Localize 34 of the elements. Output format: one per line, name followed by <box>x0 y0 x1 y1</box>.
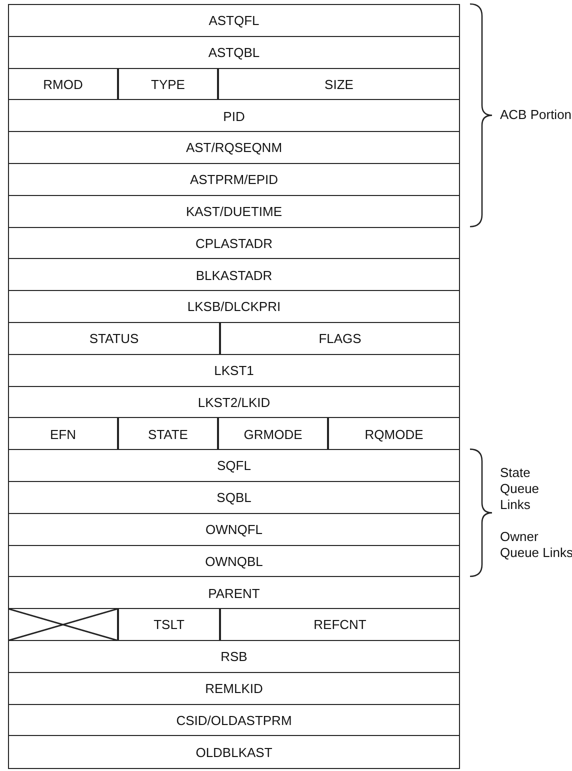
field-cell: STATUS <box>8 322 220 356</box>
field-cell: SIZE <box>218 68 460 101</box>
field-cell: ASTPRM/EPID <box>8 163 460 196</box>
field-cell: RQMODE <box>328 417 460 451</box>
field-cell: OLDBLKAST <box>8 735 460 769</box>
field-cell: RSB <box>8 640 460 674</box>
field-cell: OWNQBL <box>8 544 460 578</box>
field-cell: CPLASTADR <box>8 226 460 260</box>
field-cell: REFCNT <box>220 608 460 642</box>
field-cell: REMLKID <box>8 672 460 706</box>
field-cell: TYPE <box>118 68 218 101</box>
field-cell: AST/RQSEQNM <box>8 131 460 164</box>
field-cell: CSID/OLDASTPRM <box>8 704 460 737</box>
field-cell: TSLT <box>118 608 220 642</box>
field-cell: ASTQBL <box>8 36 460 70</box>
bracket-label: ACB Portion <box>500 107 572 124</box>
field-cell: BLKASTADR <box>8 258 460 292</box>
field-cell: ASTQFL <box>8 4 460 38</box>
field-cell: PID <box>8 99 460 133</box>
bracket-label: State Queue Links <box>500 465 540 513</box>
crossed-out-cell <box>8 608 118 642</box>
field-cell: GRMODE <box>218 417 328 451</box>
field-cell: LKST1 <box>8 354 460 388</box>
field-cell: RMOD <box>8 68 118 101</box>
field-cell: KAST/DUETIME <box>8 194 460 228</box>
field-cell: SQBL <box>8 481 460 514</box>
field-cell: SQFL <box>8 449 460 482</box>
field-cell: LKSB/DLCKPRI <box>8 290 460 324</box>
field-cell: PARENT <box>8 576 460 610</box>
field-cell: FLAGS <box>220 322 460 356</box>
field-cell: OWNQFL <box>8 512 460 546</box>
field-cell: EFN <box>8 417 118 451</box>
field-cell: STATE <box>118 417 218 451</box>
field-cell: LKST2/LKID <box>8 386 460 419</box>
